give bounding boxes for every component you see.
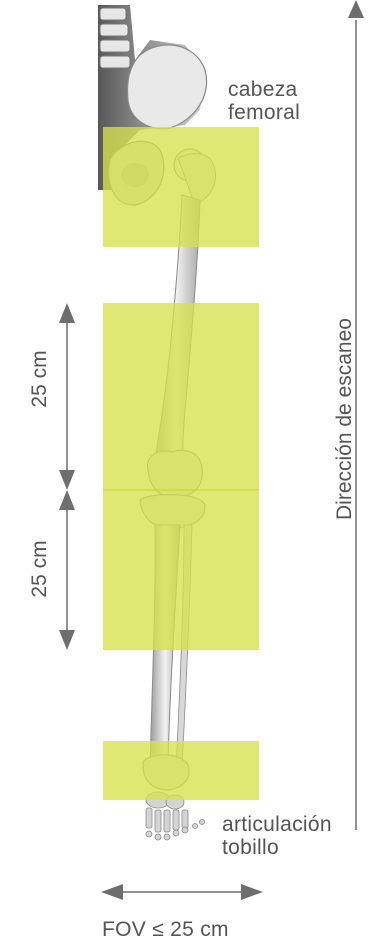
lower-length-label: 25 cm	[28, 529, 52, 609]
scan-region-calf	[103, 490, 259, 650]
femoral-head-label-line1: cabeza	[228, 78, 300, 101]
ankle-joint-label-line2: tobillo	[222, 836, 332, 859]
fov-label: FOV ≤ 25 cm	[102, 918, 229, 941]
upper-length-label: 25 cm	[28, 339, 52, 419]
ankle-joint-label: articulación tobillo	[222, 813, 332, 859]
scan-region-thigh	[103, 303, 259, 490]
femoral-head-label-line2: femoral	[228, 101, 300, 124]
scan-region-hip	[103, 127, 259, 247]
scan-direction-label: Dirección de escaneo	[333, 299, 357, 539]
scan-region-ankle	[103, 741, 259, 800]
double-arrow-vertical-icon-lower	[59, 490, 75, 650]
double-arrow-horizontal-icon	[101, 884, 263, 900]
femoral-head-label: cabeza femoral	[228, 78, 300, 124]
double-arrow-vertical-icon	[59, 303, 75, 490]
ankle-joint-label-line1: articulación	[222, 813, 332, 836]
